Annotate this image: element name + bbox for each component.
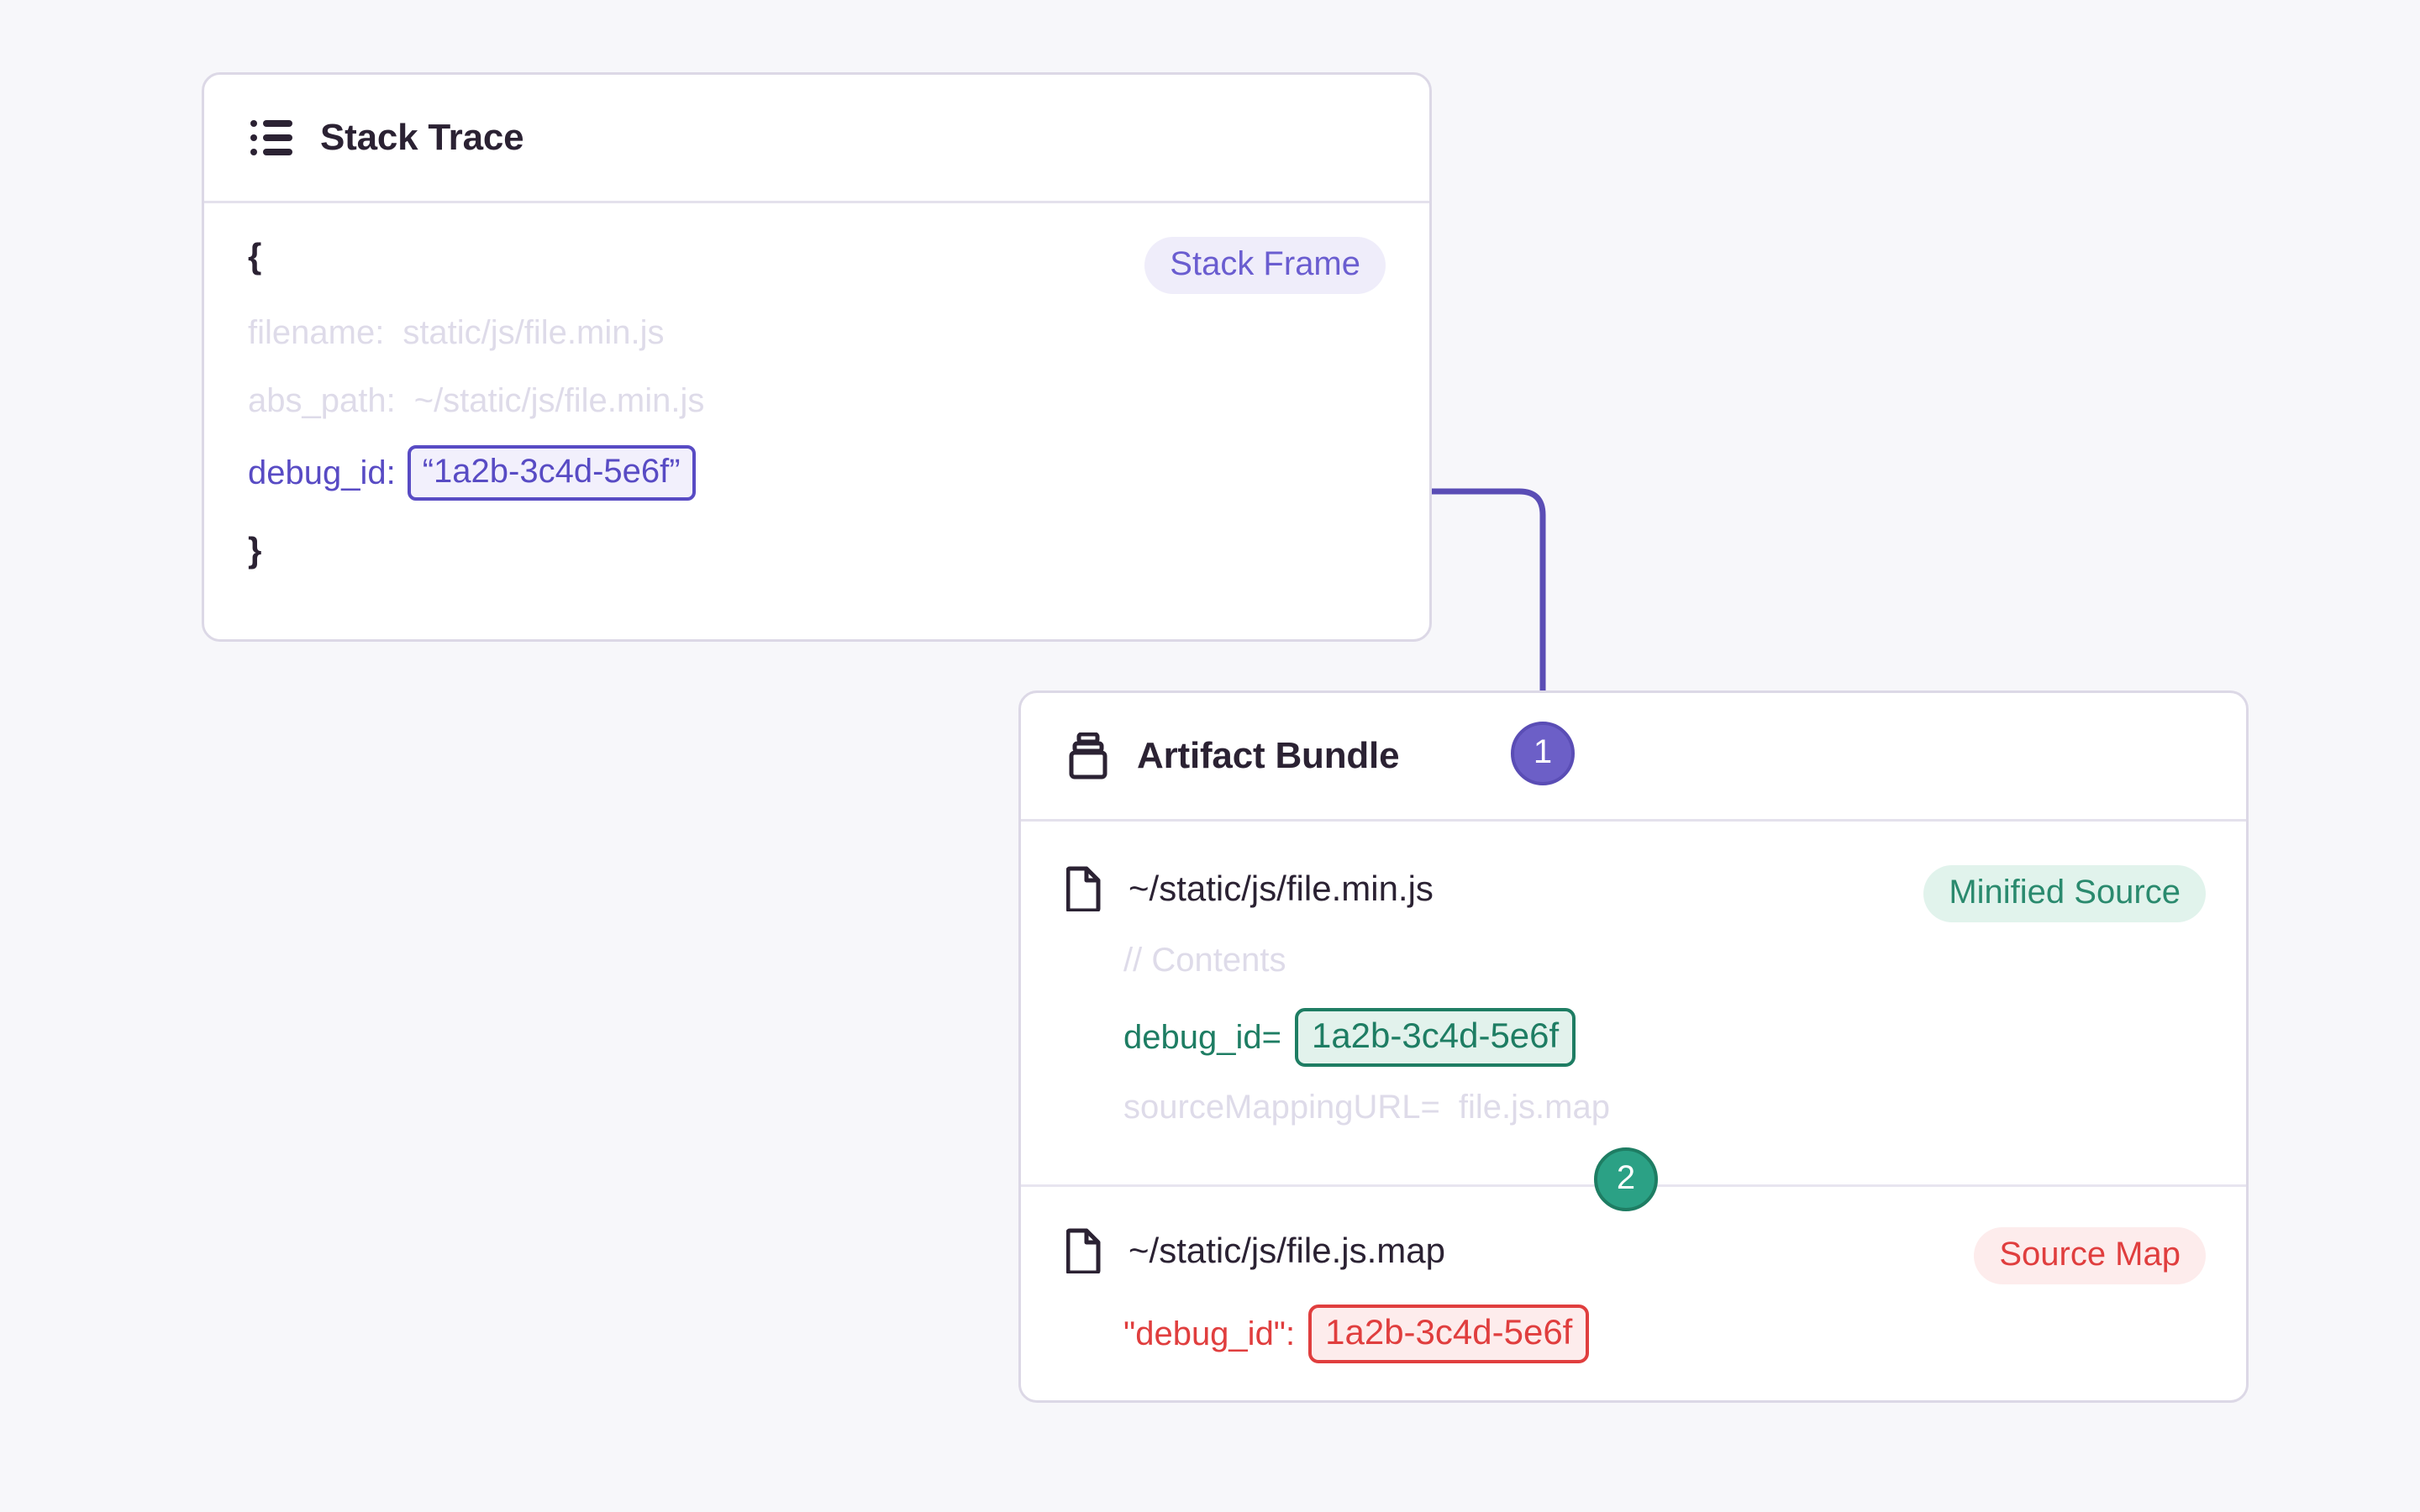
stack-frame-debug-id-key: debug_id:	[248, 454, 396, 491]
source-map-file-name: ~/static/js/file.js.map	[1128, 1231, 1445, 1270]
file-icon	[1065, 1227, 1103, 1274]
step-badge-1: 1	[1511, 722, 1575, 785]
minified-debug-id-value[interactable]: 1a2b-3c4d-5e6f	[1294, 1008, 1576, 1067]
sourcemappingurl-key: sourceMappingURL=	[1123, 1089, 1440, 1126]
minified-contents-comment: // Contents	[1123, 942, 1286, 979]
source-map-pill: Source Map	[1974, 1227, 2206, 1284]
stack-frame-debug-id-value[interactable]: “1a2b-3c4d-5e6f”	[407, 445, 696, 501]
minified-contents-line: // Contents	[1123, 943, 1286, 977]
stack-trace-title: Stack Trace	[320, 117, 524, 158]
minified-debug-id-key: debug_id=	[1123, 1019, 1281, 1056]
minified-debug-id-line: debug_id= 1a2b-3c4d-5e6f	[1123, 1008, 1576, 1067]
source-map-debug-id-line: "debug_id": 1a2b-3c4d-5e6f	[1123, 1305, 1590, 1363]
filename-value: static/js/file.min.js	[402, 314, 665, 351]
minified-source-pill: Minified Source	[1923, 865, 2206, 922]
stack-frame-debug-id-line: debug_id: “1a2b-3c4d-5e6f”	[248, 445, 696, 501]
minified-source-file-row[interactable]: ~/static/js/file.min.js	[1065, 865, 1434, 912]
source-map-debug-id-key: "debug_id":	[1123, 1315, 1296, 1352]
source-map-debug-id-value[interactable]: 1a2b-3c4d-5e6f	[1308, 1305, 1590, 1363]
source-map-pill-label: Source Map	[1999, 1236, 2181, 1273]
minified-sourcemappingurl-line: sourceMappingURL= file.js.map	[1123, 1090, 1610, 1124]
source-map-section: Source Map ~/static/js/file.js.map "debu…	[1021, 1184, 2246, 1404]
minified-source-pill-label: Minified Source	[1949, 874, 2181, 911]
sourcemappingurl-value: file.js.map	[1458, 1089, 1610, 1126]
artifact-bundle-card: Artifact Bundle Minified Source ~/static…	[1018, 690, 2249, 1403]
stack-trace-body: Stack Frame { filename: static/js/file.m…	[204, 203, 1429, 640]
artifact-bundle-header: Artifact Bundle	[1021, 693, 2246, 822]
stack-frame-filename-line: filename: static/js/file.min.js	[248, 316, 664, 349]
artifact-bundle-title: Artifact Bundle	[1137, 735, 1400, 776]
stack-trace-header: Stack Trace	[204, 75, 1429, 203]
list-icon	[248, 114, 295, 161]
artifact-bundle-body: Minified Source ~/static/js/file.min.js …	[1021, 822, 2246, 1404]
abspath-value: ~/static/js/file.min.js	[413, 382, 705, 419]
step-badge-2-number: 2	[1616, 1158, 1636, 1196]
file-icon	[1065, 865, 1103, 912]
minified-source-section: Minified Source ~/static/js/file.min.js …	[1021, 822, 2246, 1184]
minified-source-file-name: ~/static/js/file.min.js	[1128, 869, 1434, 908]
stack-frame-pill-label: Stack Frame	[1170, 245, 1360, 282]
stack-frame-pill: Stack Frame	[1144, 237, 1386, 294]
abspath-key: abs_path:	[248, 382, 396, 419]
source-map-file-row[interactable]: ~/static/js/file.js.map	[1065, 1227, 1445, 1274]
bundle-icon	[1065, 732, 1112, 780]
step-badge-1-number: 1	[1533, 732, 1553, 770]
open-brace: {	[248, 236, 262, 276]
step-badge-2: 2	[1594, 1147, 1658, 1211]
stack-frame-abspath-line: abs_path: ~/static/js/file.min.js	[248, 384, 704, 417]
close-brace: }	[248, 530, 262, 570]
stack-trace-card: Stack Trace Stack Frame { filename: stat…	[202, 72, 1432, 642]
filename-key: filename:	[248, 314, 385, 351]
